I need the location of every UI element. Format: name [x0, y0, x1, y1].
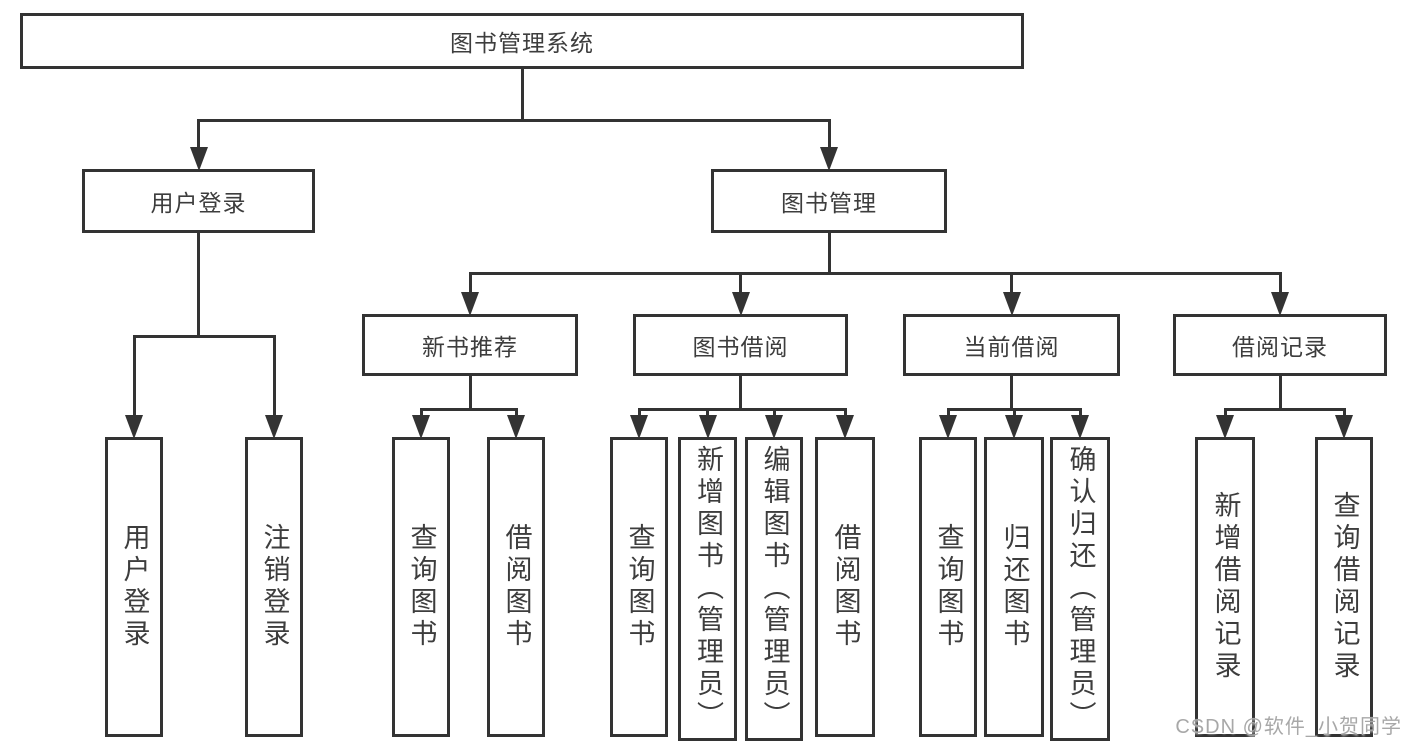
arrow-down-icon [731, 292, 750, 316]
connector-split-book-borrow [637, 408, 847, 411]
arrow-down-icon [1271, 292, 1289, 316]
node-label: 用户登录 [150, 190, 247, 216]
node-label: 借阅记录 [1232, 334, 1328, 360]
node-leaf-cb-return: 归还图书 [984, 437, 1044, 737]
connector-branch-leaf-bb-borrow [843, 408, 847, 417]
connector-stem-book-borrow [739, 374, 742, 411]
arrow-down-icon [1071, 415, 1089, 439]
node-leaf-logout: 注销登录 [245, 437, 303, 737]
arrow-down-icon [125, 415, 143, 439]
node-book-borrow: 图书借阅 [633, 314, 848, 376]
connector-stem-new-books [468, 374, 472, 411]
node-label: 查询图书 [933, 523, 964, 651]
node-leaf-user-login: 用户登录 [105, 437, 163, 737]
node-label: 图书管理 [781, 190, 877, 216]
arrow-down-icon [265, 415, 283, 439]
node-current-borrow: 当前借阅 [903, 314, 1120, 376]
node-label: 新书推荐 [422, 334, 518, 360]
arrow-down-icon [189, 147, 208, 171]
node-label: 查询图书 [406, 523, 437, 651]
connector-branch-leaf-cb-query [946, 408, 950, 417]
node-label: 查询图书 [624, 523, 655, 651]
node-leaf-cb-query: 查询图书 [919, 437, 977, 737]
connector-stem-book-mgmt [827, 231, 831, 275]
connector-branch-user-login [197, 119, 200, 149]
connector-split-root [197, 119, 831, 122]
node-leaf-bb-add: 新增图书（管理员） [678, 437, 737, 741]
node-label: 图书管理系统 [450, 30, 594, 56]
node-leaf-br-query: 查询借阅记录 [1315, 437, 1373, 737]
connector-stem-current-borrow [1010, 374, 1013, 411]
node-leaf-bb-query: 查询图书 [610, 437, 668, 737]
node-label: 归还图书 [999, 523, 1030, 651]
arrow-down-icon [1005, 415, 1023, 439]
node-label: 图书借阅 [692, 334, 789, 360]
node-borrow-records: 借阅记录 [1173, 314, 1387, 376]
node-leaf-nb-borrow: 借阅图书 [487, 437, 545, 737]
node-label: 查询借阅记录 [1329, 491, 1360, 683]
node-book-mgmt: 图书管理 [711, 169, 947, 233]
arrow-down-icon [698, 415, 717, 439]
connector-split-book-mgmt [468, 272, 1282, 275]
connector-branch-borrow-records [1278, 272, 1282, 294]
node-leaf-bb-edit: 编辑图书（管理员） [745, 437, 803, 741]
connector-branch-book-borrow [739, 272, 742, 294]
connector-branch-leaf-bb-query [637, 408, 641, 417]
watermark: CSDN @软件_小贺同学 [1175, 716, 1402, 738]
connector-split-borrow-records [1223, 408, 1346, 411]
node-leaf-cb-confirm: 确认归还（管理员） [1050, 437, 1110, 741]
arrow-down-icon [820, 147, 838, 171]
connector-branch-book-mgmt [827, 119, 831, 149]
connector-split-user-login [132, 335, 276, 338]
arrow-down-icon [765, 415, 783, 439]
connector-branch-leaf-bb-edit [772, 408, 776, 417]
connector-branch-leaf-nb-query [419, 408, 423, 417]
node-user-login: 用户登录 [82, 169, 315, 233]
arrow-down-icon [1216, 415, 1234, 439]
connector-branch-leaf-nb-borrow [514, 408, 518, 417]
connector-branch-leaf-cb-confirm [1078, 408, 1082, 417]
connector-stem-root [520, 67, 524, 122]
arrow-down-icon [836, 415, 854, 439]
node-label: 确认归还（管理员） [1065, 445, 1096, 733]
connector-branch-leaf-cb-return [1012, 408, 1016, 417]
node-label: 当前借阅 [963, 334, 1060, 360]
arrow-down-icon [1335, 415, 1353, 439]
node-label: 用户登录 [119, 523, 150, 651]
node-new-books: 新书推荐 [362, 314, 578, 376]
connector-stem-user-login [197, 231, 200, 338]
connector-branch-leaf-br-query [1342, 408, 1346, 417]
node-root: 图书管理系统 [20, 13, 1024, 69]
node-leaf-nb-query: 查询图书 [392, 437, 450, 737]
node-label: 编辑图书（管理员） [759, 445, 790, 733]
node-label: 新增图书（管理员） [693, 445, 723, 733]
arrow-down-icon [412, 415, 430, 439]
node-label: 借阅图书 [830, 523, 861, 651]
connector-branch-leaf-br-add [1223, 408, 1227, 417]
connector-branch-leaf-bb-add [706, 408, 709, 417]
arrow-down-icon [507, 415, 525, 439]
arrow-down-icon [630, 415, 648, 439]
connector-branch-current-borrow [1010, 272, 1013, 294]
connector-split-new-books [419, 408, 518, 411]
connector-branch-new-books [468, 272, 472, 294]
node-label: 注销登录 [259, 523, 290, 651]
node-leaf-bb-borrow: 借阅图书 [815, 437, 875, 737]
node-label: 新增借阅记录 [1210, 491, 1241, 683]
arrow-down-icon [461, 292, 479, 316]
node-leaf-br-add: 新增借阅记录 [1195, 437, 1255, 737]
connector-branch-leaf-logout [272, 335, 276, 417]
connector-branch-leaf-user-login [132, 335, 136, 417]
arrow-down-icon [939, 415, 957, 439]
node-label: 借阅图书 [501, 523, 532, 651]
connector-stem-borrow-records [1278, 374, 1282, 411]
arrow-down-icon [1002, 292, 1021, 316]
